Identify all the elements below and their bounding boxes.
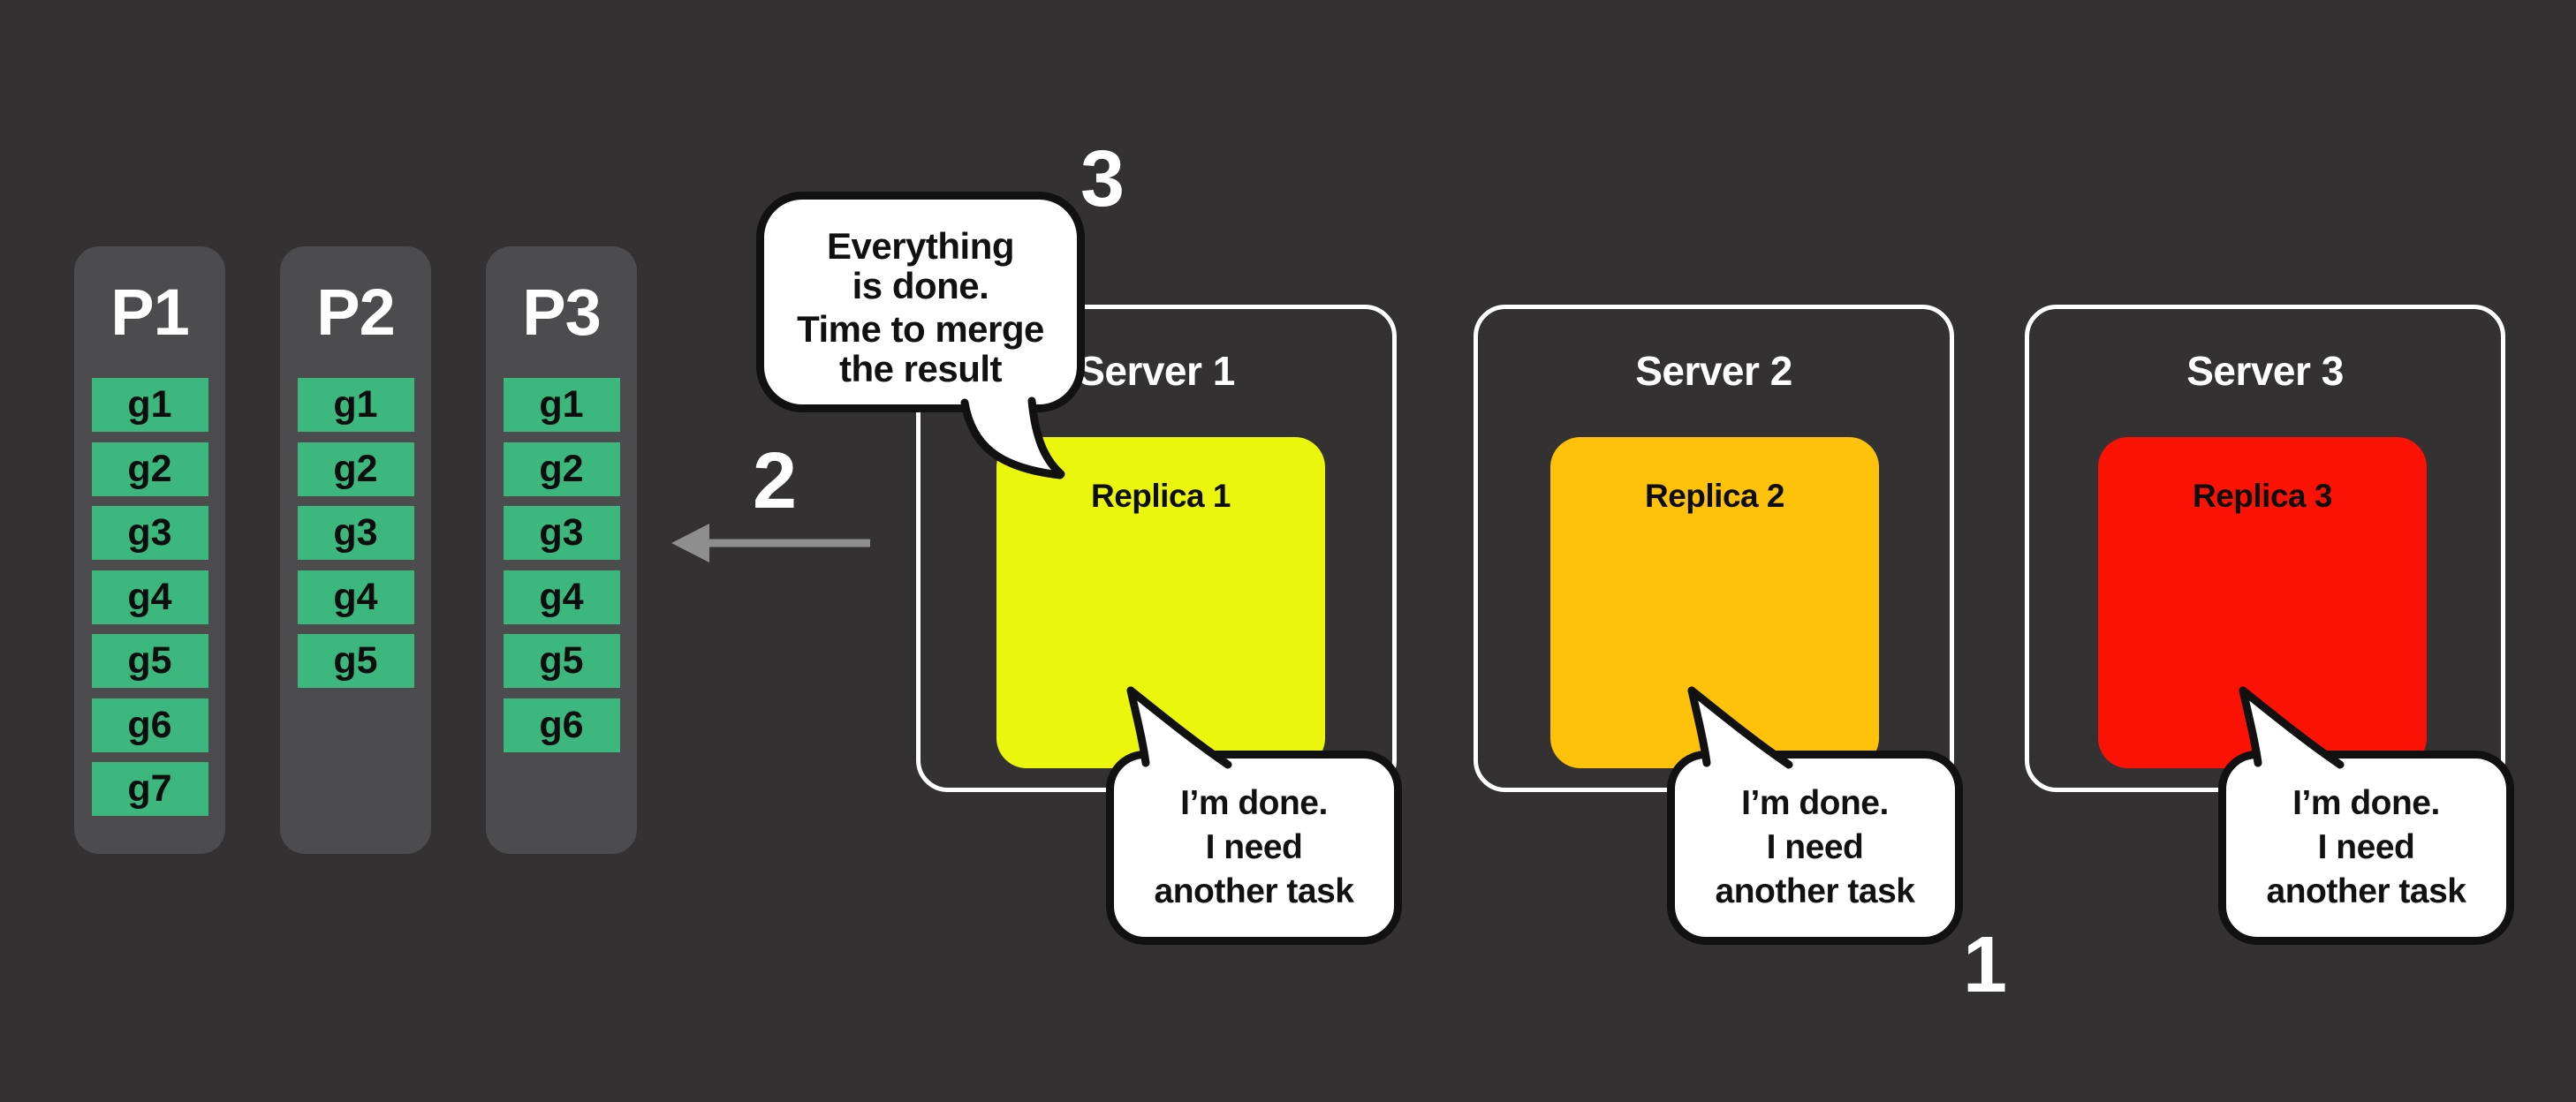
shard-chip: g1 — [503, 378, 620, 432]
done-speech-bubble-1: I’m done. I need another task — [1106, 751, 1402, 945]
partition-title: P3 — [522, 276, 602, 349]
done-bubble-line: I’m done. — [2292, 784, 2440, 822]
shard-chip: g7 — [91, 762, 208, 816]
shard-chip: g6 — [503, 698, 620, 752]
shard-chip: g2 — [503, 442, 620, 496]
merge-bubble-line: the result — [838, 348, 1003, 389]
server-title: Server 2 — [1635, 348, 1792, 394]
partition-title: P2 — [316, 276, 396, 349]
partition-column-p3: P3 g1 g2 g3 g4 g5 g6 — [486, 246, 637, 854]
replica-title: Replica 2 — [1645, 478, 1784, 514]
done-bubble-line: I need — [2317, 828, 2415, 866]
chip-list: g1 g2 g3 g4 g5 g6 — [503, 378, 620, 752]
merge-bubble-tail — [960, 394, 1065, 479]
shard-chip: g1 — [297, 378, 414, 432]
shard-chip: g6 — [91, 698, 208, 752]
done-bubble-line: I’m done. — [1180, 784, 1328, 822]
merge-bubble-line: is done. — [852, 265, 989, 306]
partition-column-p1: P1 g1 g2 g3 g4 g5 g6 g7 — [74, 246, 225, 854]
server-title: Server 3 — [2186, 348, 2344, 394]
shard-chip: g4 — [297, 570, 414, 624]
shard-chip: g2 — [297, 442, 414, 496]
partition-column-p2: P2 g1 g2 g3 g4 g5 — [280, 246, 431, 854]
shard-chip: g4 — [91, 570, 208, 624]
chip-list: g1 g2 g3 g4 g5 — [297, 378, 414, 688]
step-number-2: 2 — [752, 437, 798, 525]
done-bubble-line: I need — [1205, 828, 1303, 866]
shard-chip: g3 — [91, 506, 208, 560]
shard-chip: g1 — [91, 378, 208, 432]
done-bubble-line: I’m done. — [1741, 784, 1889, 822]
server-title: Server 1 — [1078, 348, 1235, 394]
shard-chip: g5 — [91, 634, 208, 688]
done-bubble-tail-1 — [1126, 686, 1232, 775]
done-speech-bubble-3: I’m done. I need another task — [2218, 751, 2514, 945]
replica-title: Replica 1 — [1091, 478, 1231, 514]
step-number-1: 1 — [1962, 921, 2008, 1009]
chip-list: g1 g2 g3 g4 g5 g6 g7 — [91, 378, 208, 816]
done-bubble-tail-3 — [2239, 686, 2345, 775]
replica-title: Replica 3 — [2193, 478, 2332, 514]
shard-chip: g5 — [503, 634, 620, 688]
done-bubble-line: I need — [1766, 828, 1864, 866]
shard-chip: g3 — [503, 506, 620, 560]
step-number-3: 3 — [1080, 135, 1125, 223]
partition-title: P1 — [110, 276, 190, 349]
shard-chip: g4 — [503, 570, 620, 624]
done-bubble-tail-2 — [1687, 686, 1793, 775]
shard-chip: g5 — [297, 634, 414, 688]
merge-bubble-line: Everything — [826, 225, 1015, 267]
done-speech-bubble-2: I’m done. I need another task — [1667, 751, 1963, 945]
merge-arrow-icon — [671, 524, 870, 562]
merge-bubble-line: Time to merge — [797, 308, 1044, 350]
done-bubble-line: another task — [1715, 872, 1915, 910]
done-bubble-line: another task — [2266, 872, 2466, 910]
shard-chip: g3 — [297, 506, 414, 560]
done-bubble-line: another task — [1154, 872, 1354, 910]
merge-speech-bubble: Everything is done. Time to merge the re… — [756, 192, 1085, 412]
shard-chip: g2 — [91, 442, 208, 496]
